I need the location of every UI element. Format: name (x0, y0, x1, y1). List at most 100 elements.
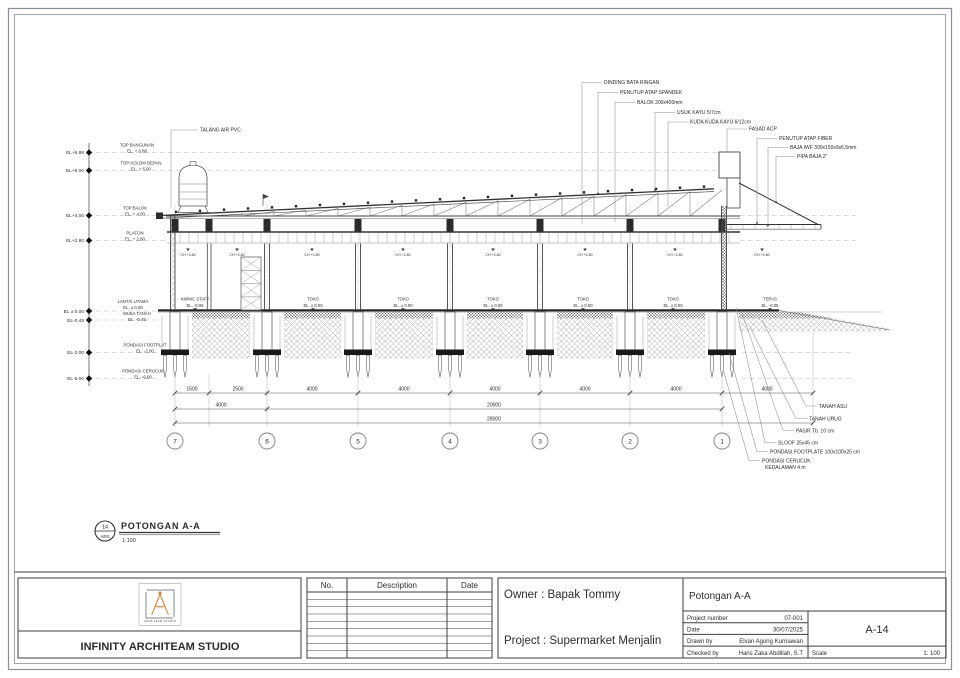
page-border (7, 7, 953, 671)
company-name: INFINITY ARCHITEAM STUDIO (81, 641, 240, 653)
dim: 4000 (215, 403, 226, 409)
project-label: Project : Supermarket Menjalin (504, 635, 661, 647)
callout-baja: BAJA IWF 300x150x9x6,5mm (790, 145, 856, 151)
ceiling-height-labels: CH +2.80 CH +2.80 CH +2.80 CH +2.80 CH +2.80… (180, 248, 770, 257)
grid-bubble (531, 432, 549, 450)
grid-bubble (349, 432, 367, 450)
grid-bubble-label: 1 (720, 438, 724, 445)
level-labels: TOP BANGUNAN EL. + 6.88 TOP KOLOM DEPAN … (118, 143, 167, 380)
dim: 4000 (306, 387, 317, 393)
dim: 4000 (761, 387, 772, 393)
room-name: TOKO (577, 297, 590, 302)
callout-kudakuda: KUDA KUDA KAYU 6/12cm (690, 120, 751, 126)
room-elevation: EL. -0.05 (762, 303, 780, 308)
callout-footplate: PONDASI FOOTPLATE 100x100x25 cm (770, 450, 860, 456)
ceiling-height-label: CH +2.80 (485, 253, 500, 257)
ceiling-height-label: CH +2.80 (304, 253, 319, 257)
callout-talang: TALANG AIR PVC (200, 128, 241, 134)
room-elevation: EL. ± 0.00 (663, 303, 683, 308)
rev-description-header: Description (377, 581, 417, 590)
level-el: EL. -6.00 (134, 375, 152, 380)
axis-label: EL+6.88 (66, 150, 84, 156)
checked-by-label: Checked by (687, 651, 719, 657)
room-name: TOKO (397, 297, 410, 302)
callout-tanah-urug: TANAH URUG (809, 417, 842, 423)
ceiling-height-label: CH +2.80 (577, 253, 592, 257)
foundations (158, 311, 739, 378)
level-name: PONDASI CERUCUK (122, 369, 164, 374)
level-el: EL. + 2.80 (125, 237, 145, 242)
date-label: Date (687, 628, 700, 634)
callout-sloof: SLOOF 25x45 cm (778, 441, 818, 447)
axis-label: EL ± 0.00 (64, 309, 85, 315)
grid-bubble-label: 7 (173, 438, 177, 445)
axis-label: EL+4.00 (66, 213, 84, 219)
ground-hatch (158, 308, 894, 359)
ceiling-height-label: CH +2.80 (180, 253, 195, 257)
level-el: EL. -0.45 (128, 317, 146, 322)
sheet-number: A-14 (865, 624, 888, 636)
pile (346, 355, 350, 378)
checked-by-value: Haris Zaka Abdillah, S.T (739, 651, 804, 657)
level-name: PONDASI FOOTPLAT (124, 343, 167, 348)
pile (183, 355, 187, 378)
pile (458, 355, 462, 378)
dim: 20000 (487, 403, 501, 409)
slope-flag (263, 194, 269, 199)
room-name: TOKO (307, 297, 320, 302)
scale-value: 1: 100 (923, 651, 940, 657)
ceiling-height-label: CH +2.80 (395, 253, 410, 257)
callout-fiber: PENUTUP ATAP FIBER (779, 136, 833, 142)
ladder (240, 256, 262, 311)
pile (265, 355, 269, 378)
callout-pasir: PASIR Tb. 10 cm (796, 429, 834, 435)
room-elevation: EL. ± 0.00 (483, 303, 503, 308)
pile (366, 355, 370, 378)
drawing-title: 14 ARS POTONGAN A-A 1:100 (94, 520, 220, 544)
callout-tanah-asli: TANAH ASLI (819, 404, 848, 410)
drawn-by-label: Drawn by (687, 639, 712, 645)
level-name: TOP BALOK (123, 206, 147, 211)
detail-discipline: ARS (100, 534, 109, 539)
room-elevation: EL. ± 0.00 (393, 303, 413, 308)
grid-bubble-label: 4 (448, 438, 452, 445)
dim: 4000 (579, 387, 590, 393)
ceiling-height-label: CH +2.80 (229, 253, 244, 257)
callout-dinding: DINDING BATA RINGAN (604, 80, 660, 86)
foundation-callouts: TANAH ASLI TANAH URUG PASIR Tb. 10 cm SL… (722, 307, 860, 471)
grid-bubble (621, 432, 639, 450)
gutter (156, 212, 163, 219)
room-name: TOKO (487, 297, 500, 302)
pile (618, 355, 622, 378)
grid-bubble (441, 432, 459, 450)
facade-canopy (718, 151, 822, 310)
callout-spandek: PENUTUP ATAP SPANDEK (620, 90, 683, 96)
water-tank (176, 161, 210, 213)
grid-bubble (713, 432, 731, 450)
room-name: TERAS (763, 297, 777, 302)
level-el: EL. -2.00 (136, 349, 154, 354)
grid-bubble-label: 2 (628, 438, 632, 445)
pile (255, 355, 259, 378)
level-name: LANTAI UTAMA (118, 299, 149, 304)
embankment-slope (778, 310, 891, 331)
pile (173, 355, 177, 378)
drawing-title-text: POTONGAN A-A (121, 521, 201, 531)
level-name: MUKA TANAH (123, 311, 151, 316)
axis-label: EL-0.45 (67, 318, 84, 324)
detail-number: 14 (102, 525, 108, 531)
pile (528, 355, 532, 378)
room-elevation: EL. ± 0.00 (573, 303, 593, 308)
pile (710, 355, 714, 378)
dim: 28000 (487, 417, 501, 423)
pile (638, 355, 642, 378)
ceiling-height-label: CH +2.80 (667, 253, 682, 257)
logo-text: ARCHITEAM STUDIO (144, 620, 176, 623)
company-logo: ARCHITEAM STUDIO (138, 583, 182, 626)
rev-no-header: No. (321, 581, 333, 590)
floor-slab (158, 309, 882, 313)
pile (448, 355, 452, 378)
level-name: PLAFON (126, 231, 143, 236)
